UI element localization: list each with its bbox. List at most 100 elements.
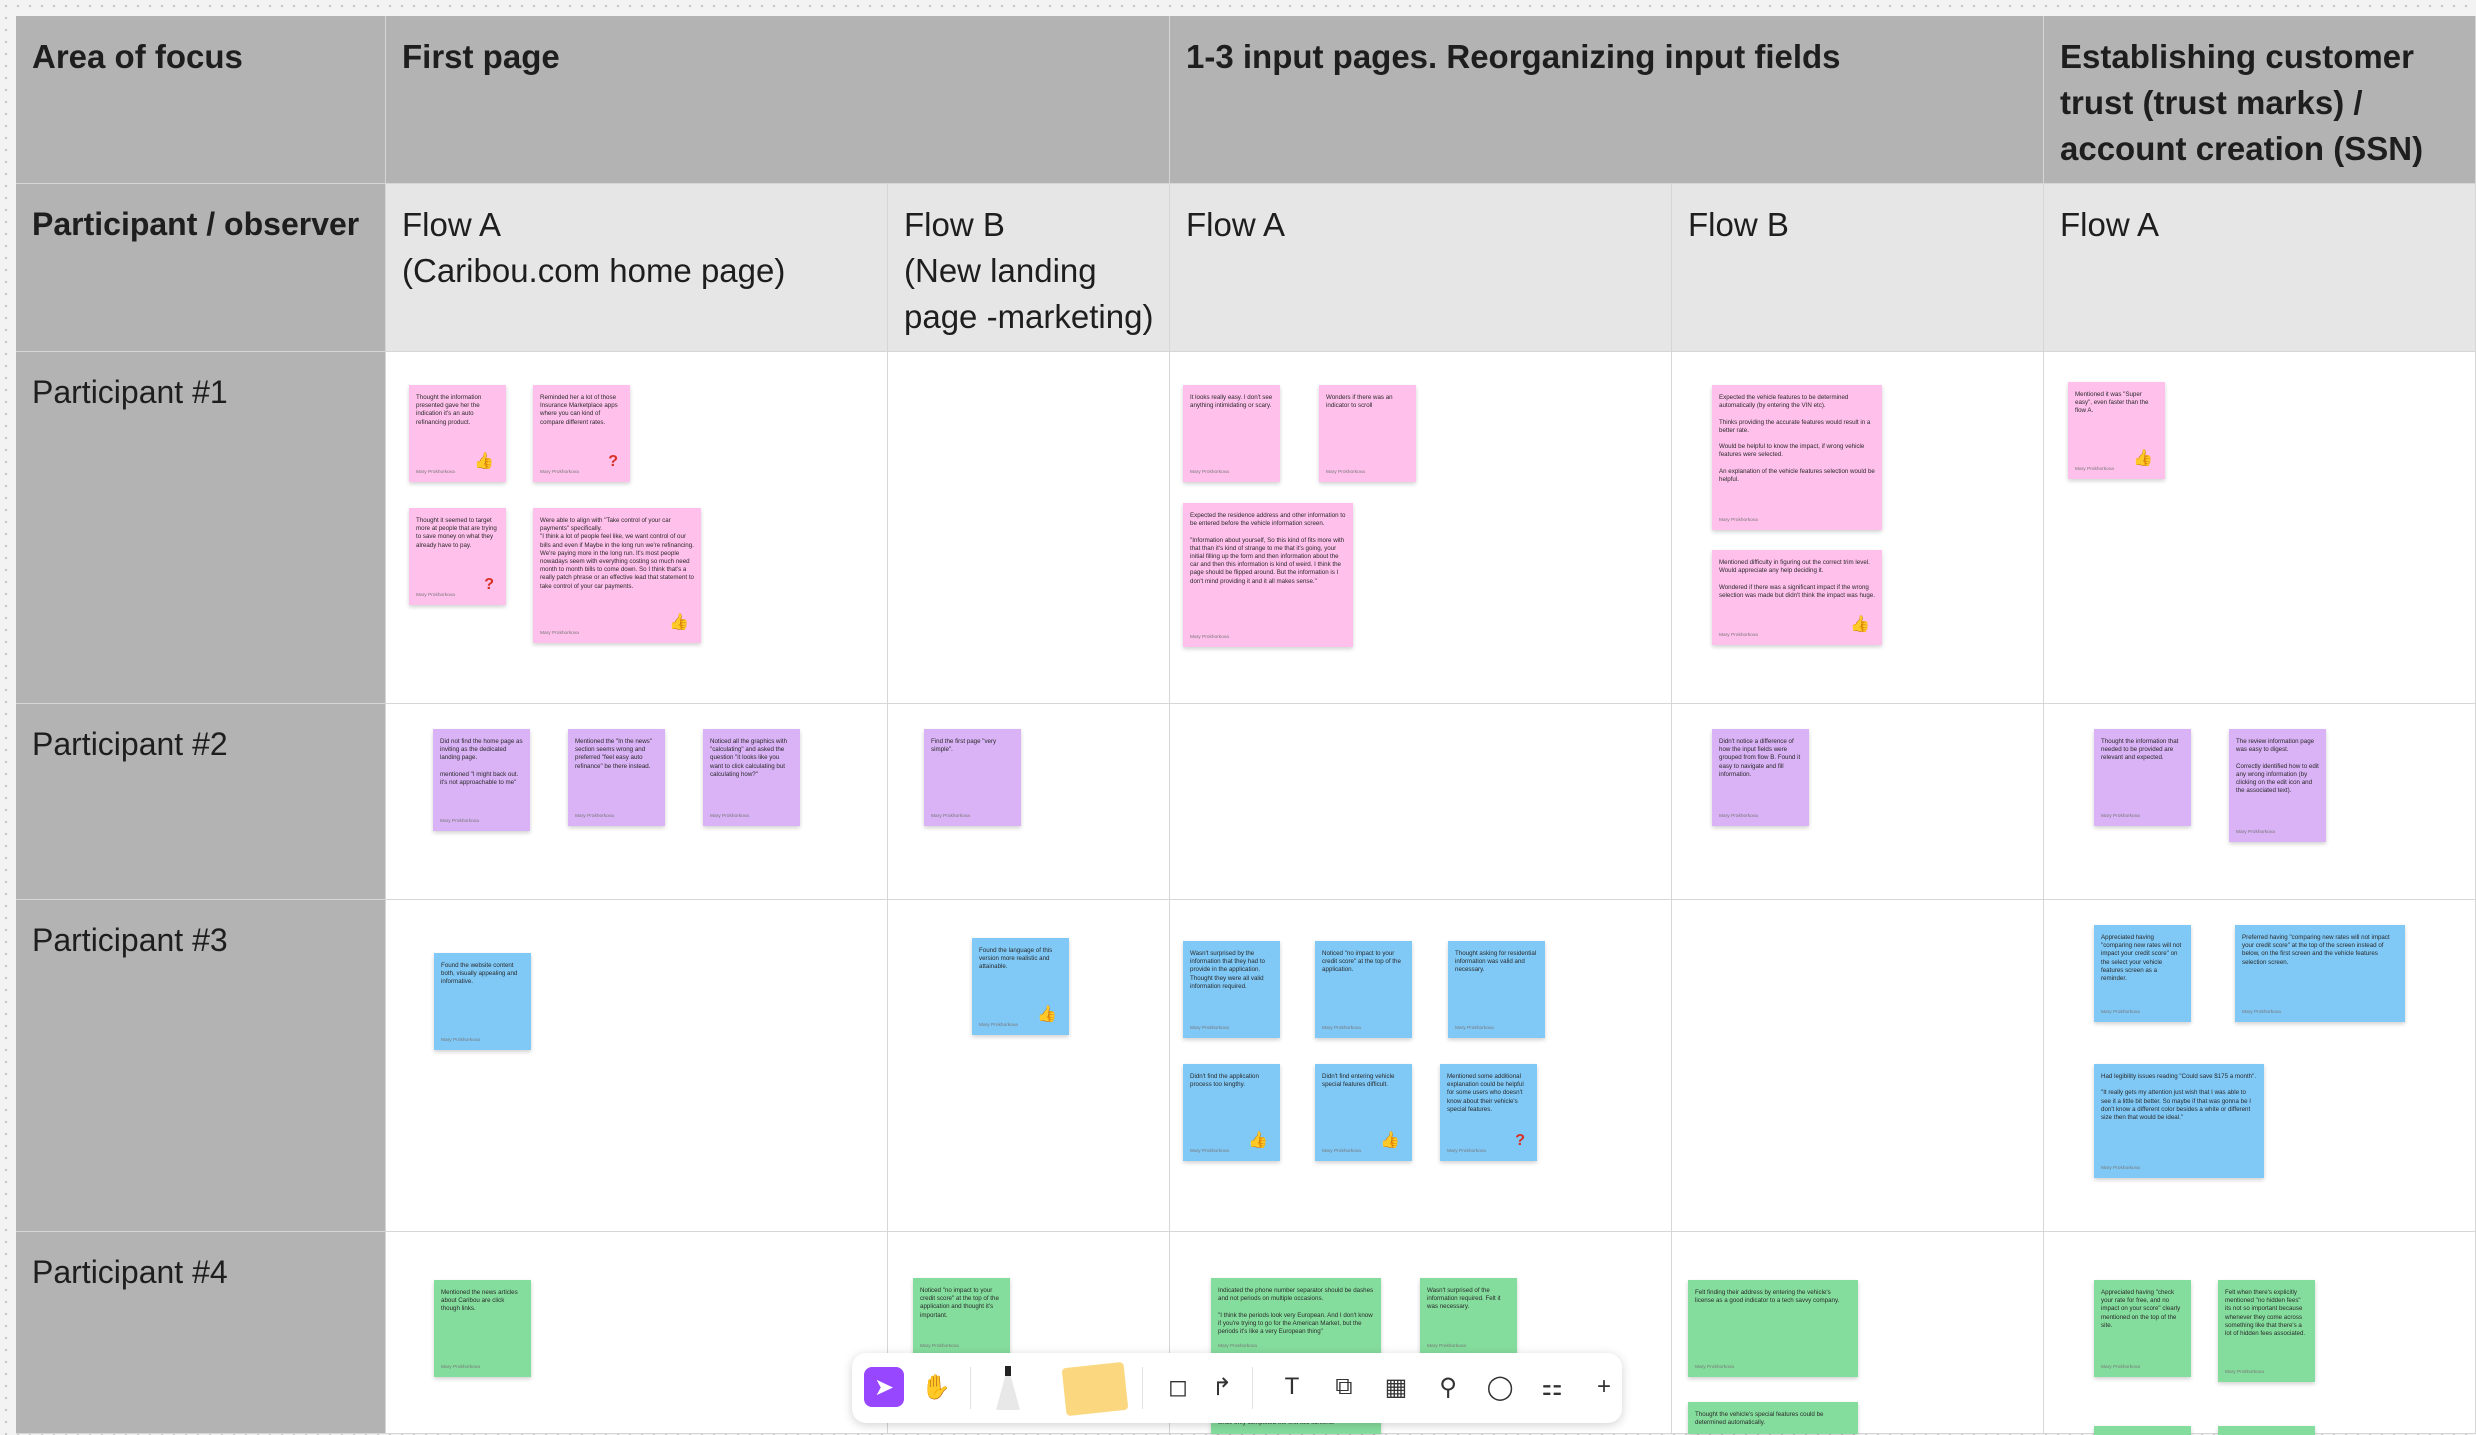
sticky-note-text: It looks really easy. I don't see anythi…	[1190, 394, 1273, 410]
sticky-note-text: Appreciated having "check your rate for …	[2101, 1289, 2181, 1329]
participant-row-label[interactable]: Participant #2	[16, 704, 386, 900]
sticky-note[interactable]: Wasn't surprised of the information requ…	[1420, 1278, 1517, 1356]
sticky-note[interactable]: Thought asking for residential informati…	[1448, 941, 1545, 1038]
sticky-note[interactable]: Mentioned difficulty in figuring out the…	[1712, 550, 1882, 645]
participant-name: Participant #2	[32, 726, 228, 762]
sticky-note[interactable]: Find the first page "very simple".Mary P…	[924, 729, 1021, 826]
pen-body	[996, 1366, 1020, 1410]
sticky-note[interactable]: Indicated the phone number separator sho…	[1211, 1278, 1381, 1356]
sticky-note[interactable]: Mentioned the news articles about Caribo…	[434, 1280, 531, 1377]
toolbar-divider	[970, 1367, 971, 1409]
sticky-note-author: Mary Prokhorkova	[1719, 814, 1758, 819]
sticky-note[interactable]: Did not find the home page as inviting a…	[433, 729, 530, 831]
sticky-note-text: Indicated the phone number separator sho…	[1218, 1287, 1374, 1336]
thumbs-up-icon: 👍	[1380, 1132, 1400, 1149]
sticky-note-text: Didn't find entering vehicle special fea…	[1322, 1073, 1395, 1089]
sticky-note-text: Reminded her a lot of those Insurance Ma…	[540, 394, 618, 426]
column-group-header[interactable]: Area of focus	[16, 16, 386, 184]
sticky-note[interactable]: Thought the information that needed to b…	[2094, 729, 2191, 826]
question-mark-icon: ?	[608, 453, 618, 470]
sticky-note-author: Mary Prokhorkova	[2236, 830, 2275, 835]
sticky-note[interactable]: Had legibility issues reading "Could sav…	[2094, 1064, 2264, 1178]
row-label-header[interactable]: Participant / observer	[16, 184, 386, 352]
sticky-note[interactable]: Preferred having "comparing new rates wi…	[2235, 925, 2405, 1022]
grid-cell[interactable]	[386, 900, 888, 1232]
sticky-note[interactable]: Expected the residence address and other…	[1183, 503, 1353, 647]
sticky-note-text: Didn't notice a difference of how the in…	[1719, 738, 1801, 778]
participant-name: Participant #4	[32, 1254, 228, 1290]
text-tool-icon[interactable]: T	[1284, 1373, 1300, 1400]
sticky-note[interactable]: Appreciated having "comparing new rates …	[2094, 925, 2191, 1022]
sticky-note[interactable]: Thought the vehicle's special features c…	[1688, 1402, 1858, 1434]
sticky-note[interactable]: Appreciated having "check your rate for …	[2094, 1280, 2191, 1377]
grid-cell[interactable]	[888, 352, 1170, 704]
comment-tool-icon[interactable]: ◯	[1486, 1373, 1514, 1401]
sticky-note[interactable]: Wonders if there was an indicator to scr…	[1319, 385, 1416, 482]
column-group-header[interactable]: 1-3 input pages. Reorganizing input fiel…	[1170, 16, 2044, 184]
sticky-note[interactable]: Mentioned some additional explanation co…	[1440, 1064, 1537, 1161]
widgets-tool-icon[interactable]: ⚏	[1541, 1373, 1563, 1401]
sticky-note-icon[interactable]	[1060, 1361, 1130, 1417]
sticky-note-author: Mary Prokhorkova	[1326, 470, 1365, 475]
shape-tool-icon[interactable]: ◻	[1168, 1373, 1188, 1401]
sticky-note-text: Expected the residence address and other…	[1190, 512, 1346, 585]
sticky-note[interactable]: Noticed all the graphics with "calculati…	[703, 729, 800, 826]
sticky-note-text: The review information page was easy to …	[2236, 738, 2319, 795]
sticky-note[interactable]: Reminded her a lot of those Insurance Ma…	[533, 385, 630, 482]
sticky-note-text: Felt finding their address by entering t…	[1695, 1289, 1840, 1305]
sticky-note[interactable]: Mentioned it was "Super easy", even fast…	[2068, 382, 2165, 479]
sticky-note[interactable]	[2218, 1426, 2315, 1435]
flow-header[interactable]: Flow A	[2044, 184, 2476, 352]
grid-cell[interactable]	[1170, 704, 1672, 900]
sticky-note[interactable]: Felt finding their address by entering t…	[1688, 1280, 1858, 1377]
sticky-note-text: Wonders if there was an indicator to scr…	[1326, 394, 1393, 410]
table-tool-icon[interactable]: ▦	[1384, 1373, 1408, 1401]
participant-row-label[interactable]: Participant #1	[16, 352, 386, 704]
sticky-note[interactable]: Were able to align with "Take control of…	[533, 508, 701, 643]
sticky-note[interactable]: Felt when there's explicitly mentioned "…	[2218, 1280, 2315, 1382]
column-group-header[interactable]: First page	[386, 16, 1170, 184]
sticky-note[interactable]: Found the language of this version more …	[972, 938, 1069, 1035]
flow-header[interactable]: Flow B	[1672, 184, 2044, 352]
sticky-note-author: Mary Prokhorkova	[2225, 1370, 2264, 1375]
flow-label: Flow A (Caribou.com home page)	[402, 206, 786, 289]
sticky-note[interactable]	[2094, 1426, 2191, 1435]
sticky-note-text: Found the website content both, visually…	[441, 962, 518, 986]
section-tool-icon[interactable]: ⧉	[1335, 1373, 1353, 1400]
sticky-note[interactable]: Found the website content both, visually…	[434, 953, 531, 1050]
sticky-note[interactable]: The review information page was easy to …	[2229, 729, 2326, 842]
sticky-note-text: Noticed "no impact to your credit score"…	[1322, 950, 1401, 974]
sticky-note-author: Mary Prokhorkova	[1695, 1365, 1734, 1370]
sticky-note[interactable]: Didn't notice a difference of how the in…	[1712, 729, 1809, 826]
sticky-note-text: Expected the vehicle features to be dete…	[1719, 394, 1875, 484]
column-group-header[interactable]: Establishing customer trust (trust marks…	[2044, 16, 2476, 213]
flow-header[interactable]: Flow A	[1170, 184, 1672, 352]
stamp-tool-icon[interactable]: ⚲	[1439, 1373, 1457, 1401]
marker-pen-icon[interactable]	[988, 1363, 1028, 1413]
sticky-note[interactable]: Thought it seemed to target more at peop…	[409, 508, 506, 605]
sticky-note[interactable]: Noticed "no impact to your credit score"…	[1315, 941, 1412, 1038]
more-tools-icon[interactable]: +	[1596, 1373, 1611, 1400]
sticky-note[interactable]: Didn't find entering vehicle special fea…	[1315, 1064, 1412, 1161]
hand-tool-icon[interactable]: ✋	[921, 1373, 951, 1401]
sticky-note-text: Thought the information presented gave h…	[416, 394, 482, 426]
sticky-note-author: Mary Prokhorkova	[1190, 635, 1229, 640]
sticky-note[interactable]: Mentioned the "In the news" section seem…	[568, 729, 665, 826]
flow-header[interactable]: Flow B (New landing page -marketing)	[888, 184, 1170, 352]
sticky-note[interactable]: Didn't find the application process too …	[1183, 1064, 1280, 1161]
sticky-note[interactable]: It looks really easy. I don't see anythi…	[1183, 385, 1280, 482]
grid-cell[interactable]	[1672, 900, 2044, 1232]
connector-tool-icon[interactable]: ↱	[1211, 1373, 1233, 1401]
flow-header[interactable]: Flow A (Caribou.com home page)	[386, 184, 888, 352]
participant-row-label[interactable]: Participant #3	[16, 900, 386, 1232]
sticky-note[interactable]: Noticed "no impact to your credit score"…	[913, 1278, 1010, 1356]
move-tool-icon[interactable]: ➤	[864, 1367, 904, 1407]
sticky-note[interactable]: Wasn't surprised by the information that…	[1183, 941, 1280, 1038]
thumbs-up-icon: 👍	[1850, 616, 1870, 633]
sticky-note[interactable]: Thought the information presented gave h…	[409, 385, 506, 482]
sticky-note[interactable]: Expected the vehicle features to be dete…	[1712, 385, 1882, 530]
sticky-note-author: Mary Prokhorkova	[2101, 1365, 2140, 1370]
sticky-note-text: Thought it seemed to target more at peop…	[416, 517, 497, 549]
participant-row-label[interactable]: Participant #4	[16, 1232, 386, 1434]
